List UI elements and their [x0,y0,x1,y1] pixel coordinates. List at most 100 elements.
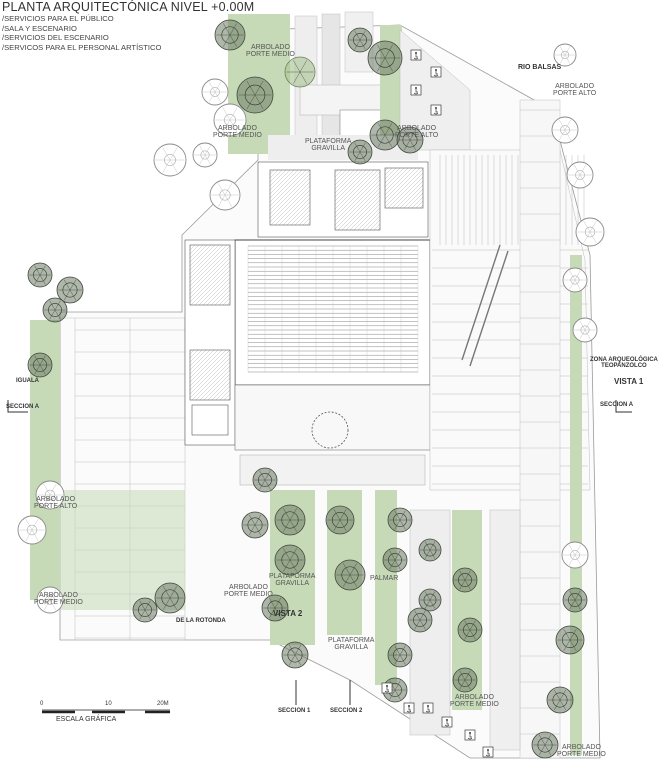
tree-symbol [452,667,478,693]
tree-symbol [42,297,68,323]
auditorium-block [234,239,431,386]
tree-symbol [192,142,218,168]
tree-symbol [241,511,269,539]
tree-symbol [561,541,589,569]
tree-symbol [387,507,413,533]
accessibility-icon [430,104,442,116]
scale-tick-label: 0 [40,701,44,707]
tree-symbol [252,467,278,493]
tree-symbol [566,161,594,189]
arbolado-label: ARBOLADO PORTE MEDIO [34,592,83,607]
tree-symbol [274,504,306,536]
scale-tick-label: 20M [157,701,169,707]
scale-bar [42,709,170,714]
accessibility-icons [381,49,494,758]
gravilla-label: PLATAFORMA GRAVILLA [305,138,352,153]
seccion-2-label: SECCION 2 [330,708,363,714]
arbolado-label: ARBOLADO PORTE MEDIO [450,694,499,709]
tree-symbol [555,625,585,655]
tree-symbol [396,126,424,154]
tree-symbol [201,78,229,106]
accessibility-icon [410,49,422,61]
section-markers [7,400,632,705]
tree-symbol [325,505,355,535]
rio-balsas-label: RIO BALSAS [518,64,562,71]
tree-symbol [209,179,241,211]
vista-1-label: VISTA 1 [614,377,644,386]
services-block [257,161,429,238]
tree-symbol [347,139,373,165]
arbolado-label: ARBOLADO PORTE MEDIO [213,125,262,140]
east-parking [519,99,561,759]
tree-symbol [367,40,403,76]
tree-symbol [27,262,53,288]
arbolado-label: ARBOLADO PORTE MEDIO [224,584,273,599]
tree-symbol [452,567,478,593]
east-plaza [429,149,591,491]
accessibility-icon [381,682,393,694]
scale-tick-label: 10 [105,701,112,707]
vista-2-label: VISTA 2 [273,609,303,618]
tree-symbol [382,547,408,573]
arbolado-label: ARBOLADO PORTE ALTO [553,83,597,98]
accessibility-icon [422,702,434,714]
tree-symbol [347,27,373,53]
accessibility-icon [430,66,442,78]
tree-symbol [551,116,579,144]
tree-symbol [575,217,605,247]
plan-title: PLANTA ARQUITECTÓNICA NIVEL +0.00M [2,0,255,14]
legend-item: /SERVICIOS PARA EL PÚBLICO [2,14,114,23]
gravilla-label: PLATAFORMA GRAVILLA [269,573,316,588]
accessibility-icon [464,729,476,741]
tree-symbol [17,515,47,545]
zona-arqueologica-label: ZONA ARQUEOLÓGICA TEOPANZOLCO [590,357,658,370]
seccion-a-label: SECCION A [6,404,40,410]
tree-symbol [457,617,483,643]
tree-symbol [154,582,186,614]
tree-symbol [35,480,65,510]
arbolado-label: ARBOLADO PORTE ALTO [34,496,78,511]
tree-symbol [284,56,316,88]
accessibility-icon [482,746,494,758]
tree-symbol [261,594,289,622]
tree-symbol [562,267,588,293]
tree-symbol [334,559,366,591]
tree-symbol [153,143,187,177]
tree-symbol [36,586,64,614]
arbolado-label: ARBOLADO PORTE MEDIO [246,44,295,59]
tree-symbol [274,544,306,576]
arbolado-label: ARBOLADO PORTE ALTO [395,125,439,140]
legend-item: /SERVICOS PARA EL PERSONAL ARTÍSTICO [2,42,162,52]
tree-symbol [27,352,53,378]
tree-symbol [418,538,442,562]
tree-symbol [407,607,433,633]
tree-symbol [236,76,274,114]
rotonda-label: DE LA ROTONDA [176,618,226,624]
tree-symbol [418,588,442,612]
tree-symbol [572,317,598,343]
seccion-a-label: SECCION A [600,402,634,408]
seccion-1-label: SECCION 1 [278,708,311,714]
tree-symbol [387,642,413,668]
arbolado-label: ARBOLADO PORTE MEDIO [557,744,606,759]
legend-item: /SALA Y ESCENARIO [2,23,77,33]
tree-symbol [281,641,309,669]
tree-symbol [132,597,158,623]
scale-bar-label: ESCALA GRÁFICA [56,716,117,723]
gravilla-label: PLATAFORMA GRAVILLA [328,637,375,652]
accessibility-icon [403,702,415,714]
iguala-label: IGUALA [16,378,39,384]
tree-symbol [553,43,577,67]
accessibility-icon [441,716,453,728]
tree-symbol [213,103,247,137]
legend-item: /SERVICIOS DEL ESCENARIO [2,33,109,43]
palmar-label: PALMAR [370,575,399,582]
tree-symbol [214,19,246,51]
west-service-strip [184,239,236,446]
tree-symbol [56,276,84,304]
tree-symbol [562,587,588,613]
title-block: PLANTA ARQUITECTÓNICA NIVEL +0.00M /SERV… [2,0,254,52]
tree-symbol [531,731,559,759]
accessibility-icon [410,84,422,96]
